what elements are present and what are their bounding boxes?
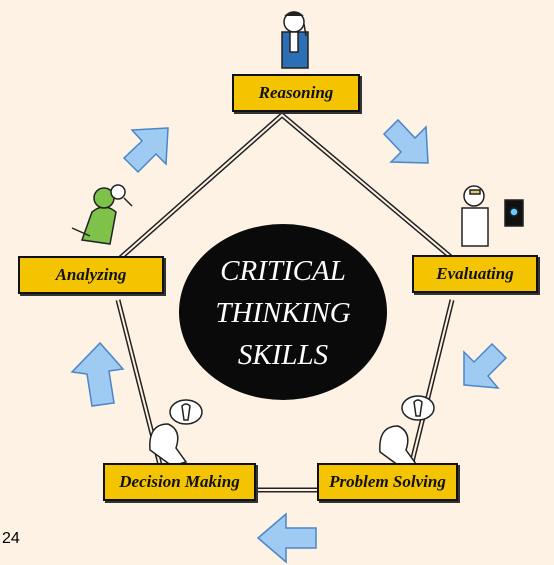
thinking-man-icon xyxy=(281,11,309,69)
lightbulb-thinker-icon xyxy=(149,399,203,467)
lightbulb-thinker-icon xyxy=(379,395,435,469)
reasoning-box: Reasoning xyxy=(232,74,360,112)
arrow-down-right-icon xyxy=(382,118,429,164)
decision-making-box: Decision Making xyxy=(103,463,256,501)
problem-solving-box: Problem Solving xyxy=(317,463,458,501)
evaluating-box: Evaluating xyxy=(412,255,538,293)
doctor-tablet-icon xyxy=(461,185,524,247)
detective-magnifier-icon xyxy=(71,184,133,245)
analyzing-box: Analyzing xyxy=(18,256,164,294)
cycle-arrows xyxy=(70,118,508,564)
arrow-up-right-icon xyxy=(122,127,169,174)
center-oval xyxy=(179,224,387,400)
analyzing-label: Analyzing xyxy=(55,265,127,284)
evaluating-label: Evaluating xyxy=(436,264,514,283)
reasoning-label: Reasoning xyxy=(258,83,334,102)
arrow-left-icon xyxy=(256,512,317,564)
arrow-up-left-icon xyxy=(70,341,125,407)
page-number: 24 xyxy=(2,530,20,547)
decision-making-label: Decision Making xyxy=(119,472,240,491)
arrow-down-left-icon xyxy=(463,342,508,389)
problem-solving-label: Problem Solving xyxy=(329,472,446,491)
